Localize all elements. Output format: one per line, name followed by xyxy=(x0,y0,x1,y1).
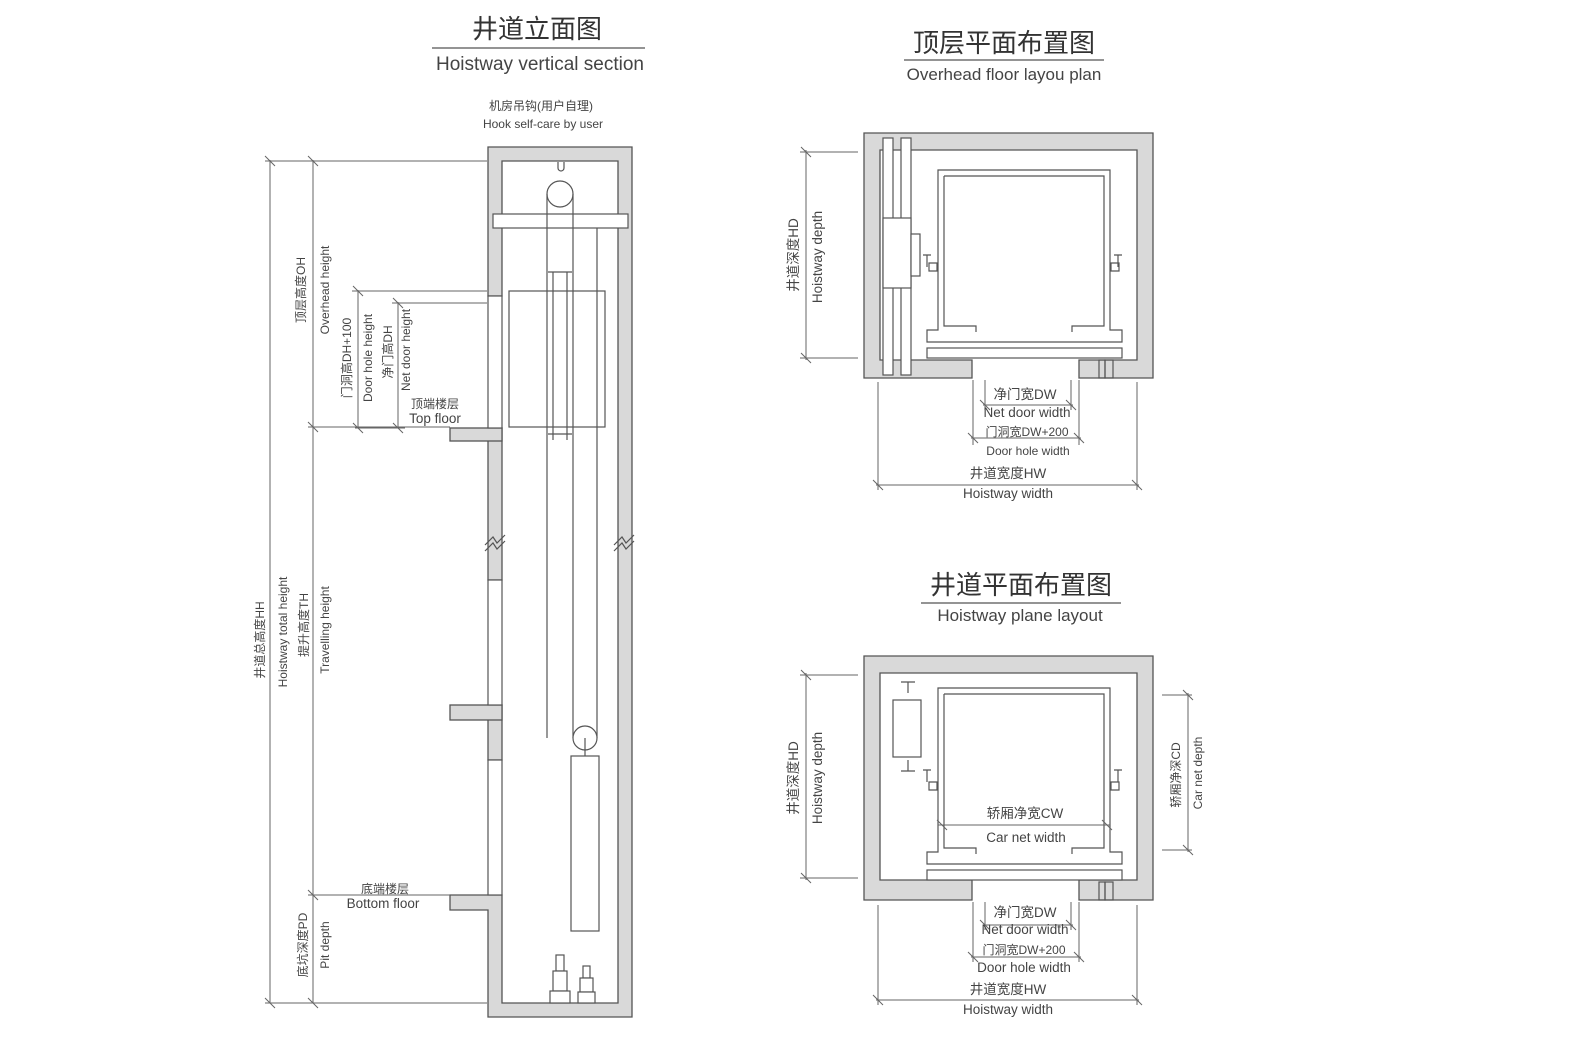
buffers xyxy=(549,954,596,1004)
bottom-floor-en: Bottom floor xyxy=(347,896,420,911)
cw-label-en: Car net width xyxy=(986,830,1066,845)
hd-label-en: Hoistway depth xyxy=(810,732,825,824)
guide-rails xyxy=(882,137,921,376)
vertical-title-en: Hoistway vertical section xyxy=(436,54,644,75)
pd-label-cn: 底坑深度PD xyxy=(295,912,310,977)
plane-dimensions xyxy=(800,669,1194,1006)
dhw-label-en: Door hole width xyxy=(977,960,1071,975)
hoistway-walls xyxy=(863,132,1154,379)
vertical-section: 井道立面图 Hoistway vertical section 机房吊钩(用户自… xyxy=(252,15,645,1018)
machine-beam xyxy=(492,213,629,229)
oh-label-cn: 顶层高度OH xyxy=(293,257,308,323)
hd-label-en: Hoistway depth xyxy=(810,211,825,303)
shaft-walls xyxy=(449,146,635,1018)
overhead-title-en: Overhead floor layou plan xyxy=(907,65,1102,84)
hook-label-cn: 机房吊钩(用户自理) xyxy=(489,98,593,113)
guide-rails xyxy=(546,194,598,738)
hd-label-cn: 井道深度HD xyxy=(786,741,801,815)
hw-label-cn: 井道宽度HW xyxy=(970,981,1047,997)
hd-label-cn: 井道深度HD xyxy=(786,218,801,292)
oh-label-en: Overhead height xyxy=(318,245,332,334)
hook-label-en: Hook self-care by user xyxy=(483,117,603,131)
hw-label-en: Hoistway width xyxy=(963,1002,1053,1017)
hw-label-cn: 井道宽度HW xyxy=(970,465,1047,481)
pd-label-en: Pit depth xyxy=(318,921,332,968)
dw-label-en: Net door width xyxy=(981,922,1068,937)
dh100-label-en: Door hole height xyxy=(361,313,375,402)
overhead-dimensions xyxy=(800,146,1143,491)
dw-label-cn: 净门宽DW xyxy=(994,904,1057,920)
plane-title-en: Hoistway plane layout xyxy=(937,606,1103,625)
plane-layout: 井道平面布置图 Hoistway plane layout xyxy=(786,571,1205,1017)
top-floor-en: Top floor xyxy=(409,411,461,426)
dw-label-en: Net door width xyxy=(983,405,1070,420)
th-label-en: Travelling height xyxy=(318,586,332,674)
overhead-plan: 顶层平面布置图 Overhead floor layou plan xyxy=(786,29,1154,501)
th-label-cn: 提升高度TH xyxy=(296,593,311,657)
top-floor-cn: 顶端楼层 xyxy=(411,396,459,411)
dhw-label-en: Door hole width xyxy=(986,444,1069,458)
dhw-label-cn: 门洞宽DW+200 xyxy=(982,942,1065,957)
car-outline xyxy=(923,169,1123,379)
vertical-dimensions xyxy=(264,155,487,1009)
dh-label-en: Net door height xyxy=(399,308,413,391)
hook-icon xyxy=(557,162,565,172)
counterweight xyxy=(570,755,600,932)
cw-label-cn: 轿厢净宽CW xyxy=(987,805,1064,821)
cd-label-en: Car net depth xyxy=(1191,737,1205,810)
dhw-label-cn: 门洞宽DW+200 xyxy=(985,424,1068,439)
dw-label-cn: 净门宽DW xyxy=(994,386,1057,402)
hh-label-cn: 井道总高度HH xyxy=(252,601,267,678)
overhead-title-cn: 顶层平面布置图 xyxy=(913,29,1095,59)
hw-label-en: Hoistway width xyxy=(963,486,1053,501)
cd-label-cn: 轿厢净深CD xyxy=(1168,742,1183,808)
top-pulley xyxy=(546,180,574,208)
dh-label-cn: 净门高DH xyxy=(380,325,395,378)
hoistway-walls xyxy=(863,655,1154,901)
car-outline xyxy=(923,687,1123,901)
plane-title-cn: 井道平面布置图 xyxy=(930,571,1112,601)
counterweight-plan xyxy=(892,681,922,772)
vertical-title-cn: 井道立面图 xyxy=(472,15,602,45)
hh-label-en: Hoistway total height xyxy=(276,576,290,687)
bottom-floor-cn: 底端楼层 xyxy=(361,881,409,896)
dh100-label-cn: 门洞高DH+100 xyxy=(339,317,354,398)
elevator-car xyxy=(508,290,606,428)
